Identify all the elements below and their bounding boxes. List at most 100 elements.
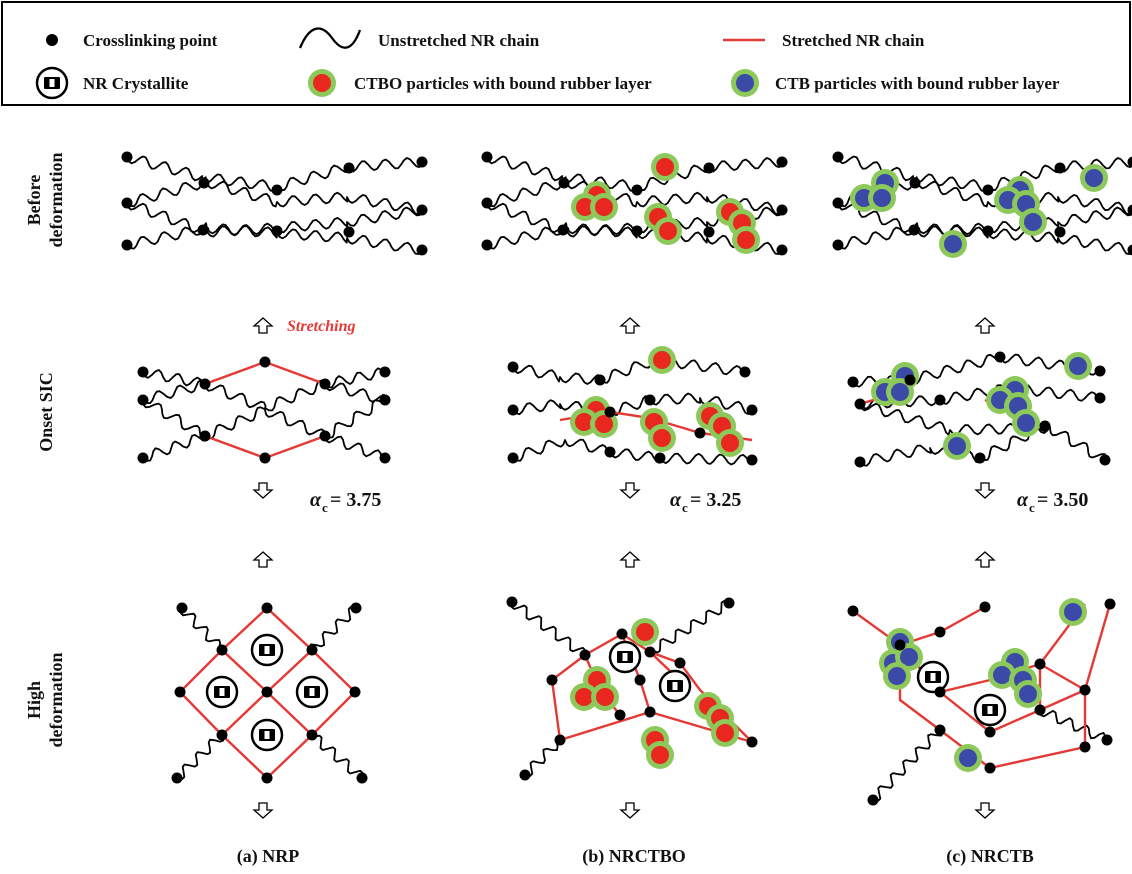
crosslink-point (557, 224, 569, 236)
alpha-symbol: α (310, 489, 322, 511)
ctbo-core (595, 415, 613, 433)
up-arrow-icon (620, 551, 640, 568)
crosslink-point (934, 686, 946, 698)
legend-ctb-label: CTB particles with bound rubber layer (775, 74, 1060, 93)
crosslink-point (934, 724, 946, 736)
alpha-nrp: α c = 3.75 (310, 489, 381, 515)
row-before-label-1: Before (24, 175, 44, 226)
crosslink-point (847, 605, 859, 617)
crosslink-point (994, 351, 1006, 363)
ctbo-core (576, 198, 594, 216)
crosslink-point (121, 197, 133, 209)
crosslink-point (137, 366, 149, 378)
crosslink-point (674, 657, 686, 669)
crosslink-point (904, 374, 916, 386)
alpha-nrctbo: α c = 3.25 (670, 489, 741, 515)
crosslink-point (261, 602, 273, 614)
ctbo-core (575, 688, 593, 706)
ctbo-core (659, 222, 677, 240)
crosslink-point (1034, 658, 1046, 670)
down-arrow-icon (620, 482, 640, 499)
crosslink-point (594, 374, 606, 386)
up-arrow-icon (253, 551, 273, 568)
crosslink-point (506, 596, 518, 608)
crosslink-point (703, 226, 715, 238)
crosslink-point (343, 226, 355, 238)
unstretched-chain (308, 734, 364, 779)
crosslink-point (261, 772, 273, 784)
crosslink-point (1127, 156, 1132, 168)
crosslink-point (854, 456, 866, 468)
crosslink-point (546, 674, 558, 686)
ctb-particle (868, 184, 896, 212)
crosslink-point (604, 406, 616, 418)
crosslink-point (982, 225, 994, 237)
ctb-core (948, 437, 966, 455)
down-arrow-icon (975, 802, 995, 819)
ctb-particle (1059, 598, 1087, 626)
crosslink-point (746, 736, 758, 748)
ctb-core (944, 235, 962, 253)
unstretched-chain (511, 601, 586, 656)
crosslink-point (1101, 734, 1113, 746)
crosslink-point (416, 244, 428, 256)
crosslink-point (481, 197, 493, 209)
crosslink-point (349, 686, 361, 698)
ctbo-particle (648, 424, 676, 452)
crosslink-point (216, 644, 228, 656)
crosslink-legend-marker (46, 34, 58, 46)
crosslink-point (579, 649, 591, 661)
ctbo-particle (570, 683, 598, 711)
crosslink-point (507, 404, 519, 416)
nr-crystallite (608, 640, 642, 674)
ctb-core (1069, 357, 1087, 375)
ctb-particle (1064, 352, 1092, 380)
crosslink-point (259, 452, 271, 464)
crosslink-point (1127, 244, 1132, 256)
alpha-subscript: c (322, 500, 328, 515)
ctb-core (1019, 685, 1037, 703)
ctb-core (959, 749, 977, 767)
nr-crystallite (916, 660, 950, 694)
unstretched-chain (324, 435, 385, 463)
ctb-core (891, 383, 909, 401)
ctb-core (993, 666, 1011, 684)
unstretched-chain (512, 355, 746, 385)
crosslink-point (631, 225, 643, 237)
crosslink-point (614, 709, 626, 721)
alpha-symbol: α (1017, 489, 1029, 511)
crosslink-point (137, 452, 149, 464)
nr-crystallite (658, 669, 692, 703)
ctbo-particle (631, 618, 659, 646)
crosslink-point (1127, 204, 1132, 216)
ctb-core (888, 667, 906, 685)
crosslink-point (507, 361, 519, 373)
alpha-value-nrp: = 3.75 (330, 489, 381, 511)
crosslink-point (519, 769, 531, 781)
crosslink-point (776, 244, 788, 256)
crosslink-point (137, 394, 149, 406)
crosslink-point (894, 639, 906, 651)
crosslink-point (199, 378, 211, 390)
ctb-particle (943, 432, 971, 460)
crosslink-point (1094, 392, 1106, 404)
crosslink-point (343, 162, 355, 174)
crosslink-point (694, 427, 706, 439)
crosslink-point (554, 734, 566, 746)
down-arrow-icon (620, 802, 640, 819)
unstretched-chain (142, 434, 207, 462)
nr-crystallite (295, 675, 329, 709)
crosslink-point (832, 197, 844, 209)
ctbo-core (653, 351, 671, 369)
ctbo-particle (654, 217, 682, 245)
filler-particles (570, 153, 1108, 772)
ctbo-core (716, 724, 734, 742)
ctbo-core (721, 434, 739, 452)
ctbo-legend-marker (308, 69, 336, 97)
nr-crystallite (250, 718, 284, 752)
crosslink-point (1054, 162, 1066, 174)
alpha-value-nrctbo: = 3.25 (690, 489, 741, 511)
crosslink-point (261, 686, 273, 698)
crosslink-point (654, 452, 666, 464)
unstretched-chain (142, 399, 388, 442)
